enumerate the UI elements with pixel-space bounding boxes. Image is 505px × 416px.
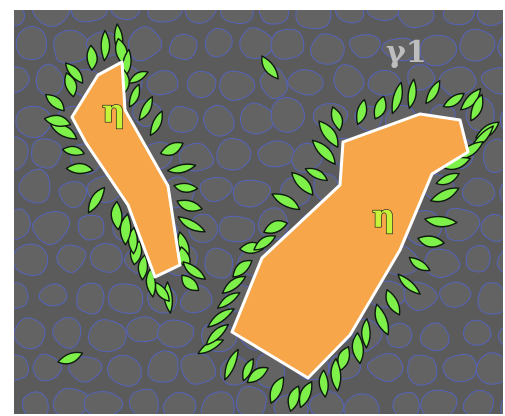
stone — [158, 320, 194, 347]
eta-label-right: η — [372, 197, 395, 235]
stone — [108, 284, 142, 314]
stone — [408, 355, 437, 385]
stone — [205, 248, 233, 278]
stone — [169, 34, 197, 59]
stone — [393, 392, 420, 416]
eta-label-left: η — [102, 92, 125, 130]
gamma-label: γ1 — [386, 35, 427, 70]
stone — [466, 246, 490, 272]
stone — [219, 216, 254, 241]
stone — [129, 389, 158, 416]
stone — [421, 390, 457, 416]
stone — [443, 354, 476, 381]
stone — [88, 320, 126, 352]
stone — [271, 29, 304, 59]
stone — [13, 244, 47, 275]
stone — [181, 354, 216, 385]
stone — [22, 392, 48, 416]
stone — [168, 107, 197, 133]
stone — [220, 0, 253, 24]
stone — [78, 215, 104, 240]
stone — [148, 0, 182, 22]
stone — [90, 244, 122, 273]
stone — [187, 71, 216, 97]
stone — [398, 0, 434, 28]
stone — [236, 386, 266, 416]
stone — [387, 323, 412, 347]
stone — [477, 1, 505, 25]
stone — [462, 178, 494, 206]
stone — [3, 283, 28, 309]
stone — [217, 138, 251, 170]
stone — [258, 0, 288, 24]
stone — [271, 98, 304, 133]
stone — [443, 2, 474, 25]
stone — [478, 283, 505, 314]
stone — [77, 283, 104, 314]
stone — [296, 0, 331, 29]
stone — [0, 0, 25, 26]
stone — [16, 26, 46, 59]
stone — [0, 355, 28, 381]
